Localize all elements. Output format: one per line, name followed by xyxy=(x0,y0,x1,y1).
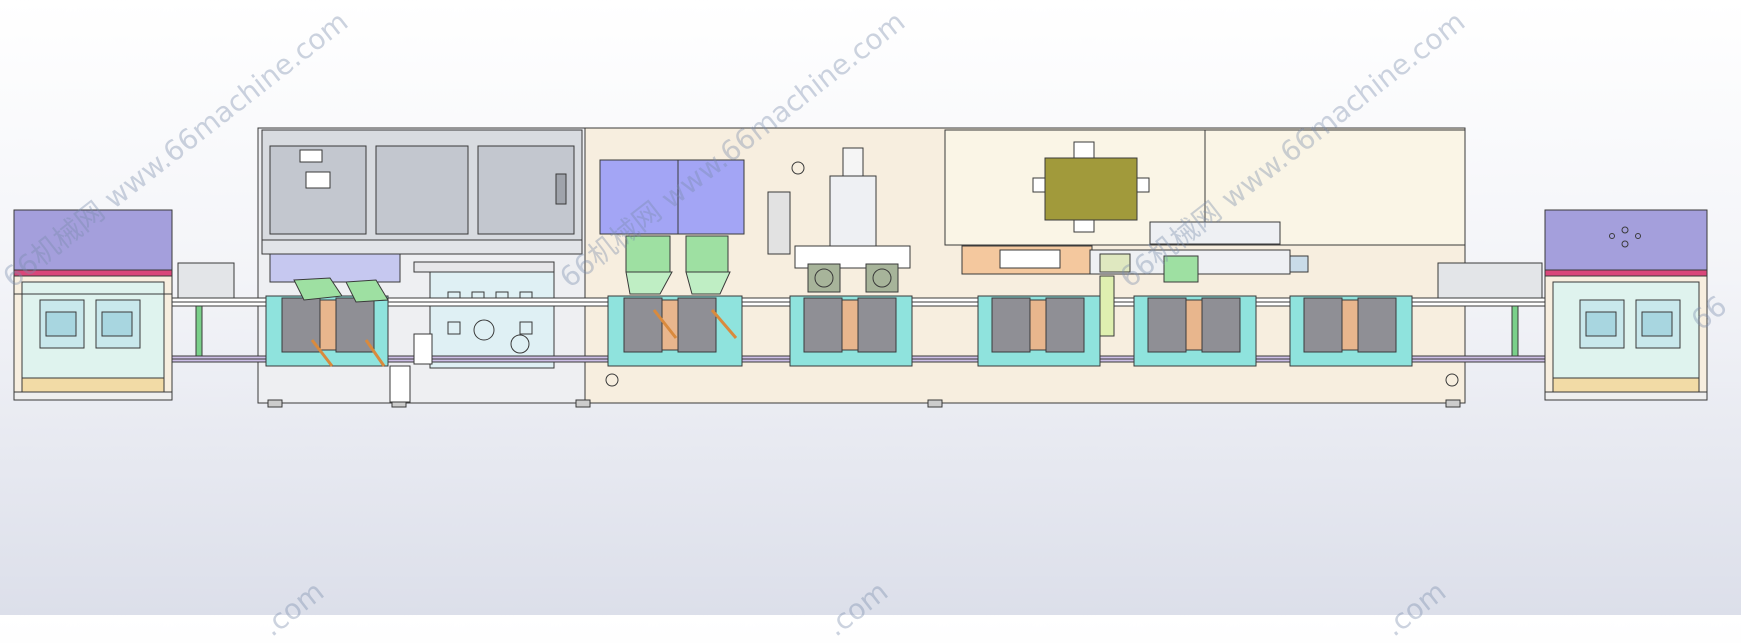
pick-arms xyxy=(293,235,1199,367)
machine-assembly-drawing xyxy=(13,127,1708,408)
center-fixture-plate xyxy=(413,261,555,369)
linear-slide-module xyxy=(961,221,1309,275)
right-unloader-cabinet xyxy=(1544,209,1708,401)
olive-control-box xyxy=(1032,141,1150,233)
machine-drawing-canvas: 66机械网 www.66machine.com 66机械网 www.66mach… xyxy=(0,5,1733,643)
upper-left-panel-bank xyxy=(261,129,583,283)
vertical-cylinder-assembly xyxy=(767,147,911,293)
blue-cover-panels xyxy=(599,159,745,235)
left-loader-cabinet xyxy=(13,209,173,401)
work-stations xyxy=(265,295,1413,367)
base-feet xyxy=(267,333,1461,408)
